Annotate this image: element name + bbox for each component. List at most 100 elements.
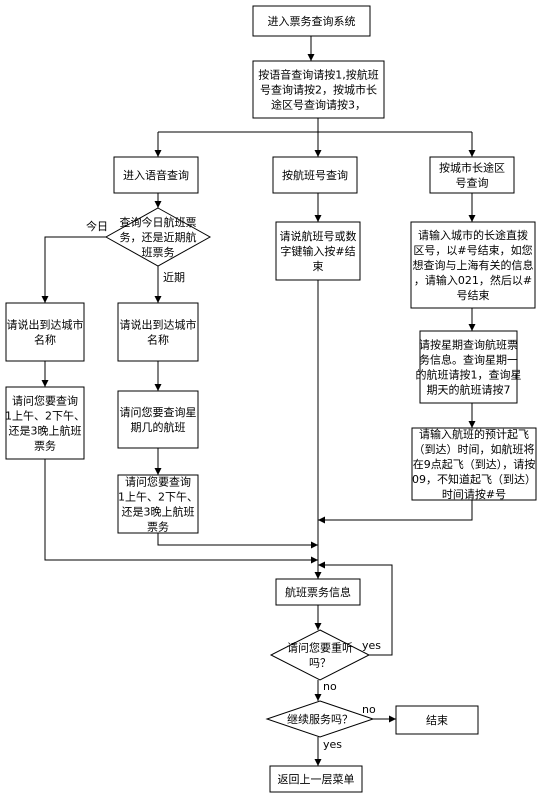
node-box	[252, 5, 371, 37]
node-back: 返回上一层菜单	[269, 765, 363, 793]
node-text-line: 还是3晚上航班	[122, 505, 195, 519]
node-text-line: 号查询	[456, 176, 489, 190]
node-text-line: 想查询与上海有关的信息	[413, 258, 534, 272]
node-text-line: 请说航班号或数	[280, 229, 357, 243]
node-text-line: 请输入城市的长途直拨	[418, 228, 528, 242]
edge-label-continue-yes: yes	[323, 738, 342, 751]
node-input-areacode: 请输入城市的长途直拨区号，以#号结束，如您想查询与上海有关的信息，请输入021，…	[410, 221, 536, 309]
node-voice: 进入语音查询	[113, 156, 199, 194]
node-text-line: 请问您要查询	[125, 475, 191, 489]
node-decision-continue: 继续服务吗？	[265, 700, 375, 738]
node-box	[395, 705, 479, 735]
node-box	[275, 578, 361, 606]
node-text-line: 按语音查询请按1,按航班	[258, 68, 379, 82]
node-text-line: 请按星期查询航班票	[419, 338, 518, 352]
decision-diamond	[104, 207, 212, 267]
decision-diamond	[269, 629, 371, 681]
node-text-line: 名称	[147, 333, 169, 347]
edge-decision-today	[41, 236, 106, 303]
node-end: 结束	[395, 705, 479, 735]
edge-label-repeat-yes: yes	[362, 639, 381, 652]
node-box	[117, 302, 199, 362]
node-text-line: ，请输入021，然后以#	[414, 273, 532, 287]
node-text-line: 务，还是近期航	[120, 230, 197, 244]
node-text-line: 按航班号查询	[282, 168, 348, 182]
node-text-line: 进入票务查询系统	[268, 14, 356, 28]
node-box	[269, 765, 363, 793]
node-text-line: 请说出到达城市	[120, 318, 197, 332]
node-text-line: 请问您要重听	[287, 641, 353, 655]
edge-label-today: 今日	[86, 219, 108, 233]
node-text-line: 票务	[147, 521, 169, 534]
node-box	[411, 427, 537, 501]
node-box	[252, 60, 385, 119]
node-text-line: 时间请按#号	[442, 487, 506, 501]
node-text-line: 区号，以#号结束，如您	[413, 243, 532, 257]
decision-diamond	[265, 700, 375, 738]
node-box	[117, 474, 199, 534]
node-text-line: 还是3晚上航班	[9, 424, 82, 438]
node-text-line: 请说出到达城市	[7, 318, 84, 332]
node-text-line: 09，不知道起飞（到达）	[412, 472, 536, 486]
node-box	[419, 330, 518, 404]
node-text-line: 途区号查询请按3，	[271, 98, 366, 112]
edge-label-repeat-no: no	[323, 680, 337, 693]
node-text-line: 按城市长途区	[439, 161, 505, 175]
node-text-line: 务信息。查询星期一	[419, 353, 518, 367]
node-box	[5, 386, 85, 460]
node-text-line: 名称	[34, 333, 56, 347]
node-text-line: 结束	[426, 714, 448, 727]
node-text-line: 号结束	[457, 289, 490, 302]
node-text-line: 号查询请按2，按城市长	[260, 83, 377, 97]
node-text-line: 进入语音查询	[123, 168, 189, 182]
edge-label-continue-no: no	[362, 703, 376, 716]
node-box	[5, 302, 85, 362]
node-text-line: 期天的航班请按7	[427, 383, 511, 397]
node-text-line: 票务	[34, 440, 56, 453]
node-box	[113, 156, 199, 194]
node-box	[117, 390, 199, 449]
edge-label-recent: 近期	[163, 271, 185, 284]
node-text-line: 请问您要查询	[12, 394, 78, 408]
node-text-line: 在9点起飞（到达），请按	[413, 457, 536, 471]
node-text-line: 继续服务吗？	[287, 712, 353, 726]
node-text-line: 1上午、2下午、	[118, 491, 198, 504]
connector-layer	[41, 36, 476, 766]
edge-time-merge	[318, 500, 473, 524]
node-text-line: 请输入航班的预计起飞	[419, 427, 529, 441]
node-text-line: 请问您要查询星	[120, 405, 197, 419]
edge-askperiod-recent-merge	[157, 533, 318, 549]
node-text-line: 束	[313, 260, 324, 273]
node-box	[410, 221, 536, 309]
node-text-line: 的航班请按1，查询星	[416, 368, 522, 382]
node-flightno: 按航班号查询	[272, 156, 358, 194]
node-box	[429, 156, 515, 194]
node-box	[272, 156, 358, 194]
node-box	[275, 221, 361, 281]
node-start: 进入票务查询系统	[252, 5, 371, 37]
node-text-line: 返回上一层菜单	[278, 773, 355, 786]
node-text-line: 查询今日航班票	[120, 215, 197, 229]
node-text-line: 班票务	[142, 246, 175, 259]
edge-repeat-yes-loop	[318, 561, 393, 656]
node-text-line: 吗？	[309, 657, 331, 670]
node-text-line: 字键输入按#结	[280, 244, 355, 258]
node-text-line: 航班票务信息	[285, 585, 351, 599]
node-layer: 进入票务查询系统按语音查询请按1,按航班号查询请按2，按城市长途区号查询请按3，…	[5, 5, 537, 793]
node-text-line: （到达）时间，如航班将	[414, 442, 535, 456]
node-flight-info: 航班票务信息	[275, 578, 361, 606]
node-time-input: 请输入航班的预计起飞（到达）时间，如航班将在9点起飞（到达），请按09，不知道起…	[411, 427, 537, 501]
